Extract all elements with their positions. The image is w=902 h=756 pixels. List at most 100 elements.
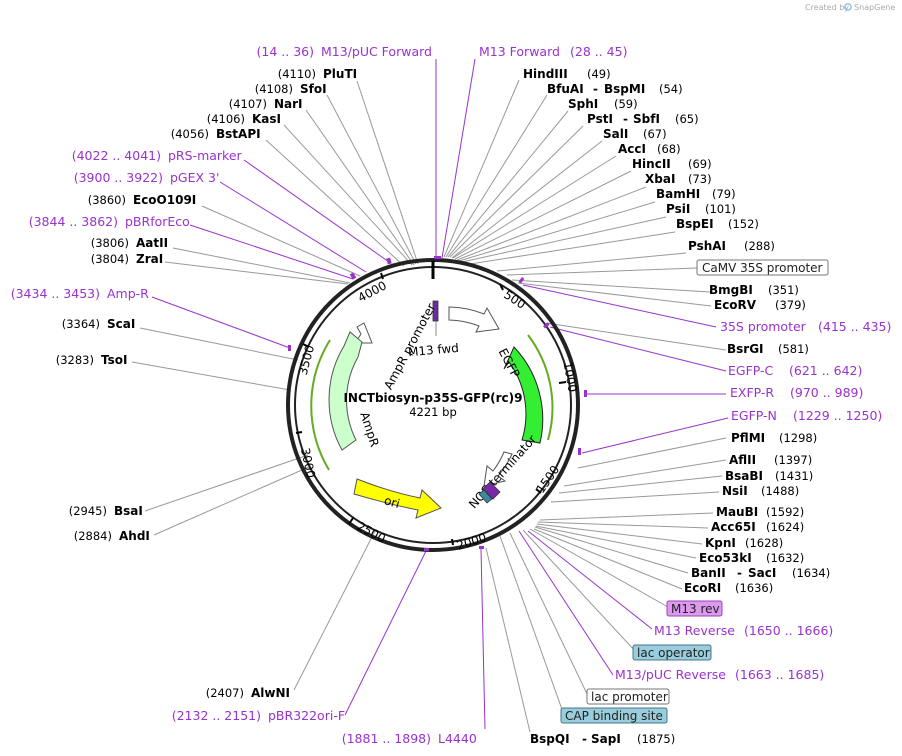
enzyme-label[interactable]: SalI [603,127,628,141]
primer-label[interactable]: Amp-R [107,286,149,301]
left-labels: (14 .. 36) M13/pUC Forward (4110) PluTI … [11,44,477,746]
feature-camv-arrow [448,306,500,333]
enzyme-label[interactable]: AatII [136,236,168,250]
left-label-pos: (4107) [229,97,267,111]
enzyme-label[interactable]: XbaI [645,172,675,186]
enzyme-label[interactable]: KpnI [705,536,736,550]
enzyme-label[interactable]: NsiI [722,484,748,498]
feature-box[interactable] [560,707,668,724]
enzyme-label[interactable]: Eco53kI [699,551,752,565]
left-label-pos: (2407) [206,686,244,700]
right-label-pos: (1298) [779,431,817,445]
feature-box[interactable] [666,600,723,617]
left-label-pos: (3900 .. 3922) [74,170,163,185]
left-label-pos: (14 .. 36) [257,44,314,59]
enzyme-label[interactable]: EcoO109I [133,193,196,207]
enzyme-label[interactable]: PluTI [323,67,357,81]
enzyme-label[interactable]: BsrGI [727,342,764,356]
enzyme-label[interactable]: BmgBI [709,283,753,297]
tick-label-3000: 3000 [298,447,318,480]
enzyme-label[interactable]: EcoRI [684,581,721,595]
feature-box[interactable] [586,688,670,705]
enzyme-label[interactable]: SfoI [300,82,327,96]
left-leader-lines [131,59,486,730]
feature-nos-terminator: NOS terminator [466,432,539,511]
enzyme-label[interactable]: SphI [568,97,598,111]
enzyme-label[interactable]: BsaI [114,504,143,518]
snapgene-credit: Created by SnapGene [805,3,895,12]
right-label-pos: (1636) [735,581,773,595]
enzyme-separator: - [737,566,742,580]
enzyme-label[interactable]: Acc65I [711,520,756,534]
enzyme-label[interactable]: HincII [632,157,671,171]
primer-label[interactable]: L4440 [438,731,477,746]
enzyme-label[interactable]: BspMI [604,82,645,96]
left-label-pos: (4106) [207,112,245,126]
right-label-pos: (379) [775,298,806,312]
enzyme-label[interactable]: AflII [729,453,756,467]
right-label-pos: (288) [744,239,775,253]
left-label-pos: (4022 .. 4041) [72,148,161,163]
primer-label[interactable]: pBRforEco [125,214,190,229]
right-label-pos: (49) [587,67,611,81]
enzyme-label[interactable]: BstAPI [216,127,261,141]
primer-label[interactable]: pGEX 3' [170,170,219,185]
enzyme-label[interactable]: BspEI [676,217,714,231]
primer-label[interactable]: pBR322ori-F [268,708,345,723]
right-leader-lines [441,58,729,733]
ori-label: ori [382,493,401,511]
enzyme-label[interactable]: AlwNI [251,686,290,700]
enzyme-label[interactable]: BfuAI [547,82,584,96]
enzyme-label[interactable]: AccI [618,142,646,156]
enzyme-label[interactable]: PsiI [666,202,690,216]
left-label-pos: (3434 .. 3453) [11,286,100,301]
right-label-pos: (1592) [766,505,804,519]
enzyme-label[interactable]: BamHI [656,187,700,201]
enzyme-label[interactable]: TsoI [101,353,127,367]
primer-label[interactable]: EGFP-C [728,363,774,378]
primer-label[interactable]: M13 Reverse [654,623,735,638]
feature-box-label: CaMV 35S promoter [702,261,823,275]
feature-box[interactable] [696,259,829,276]
enzyme-label[interactable]: EcoRV [714,298,757,312]
right-label-pos: (1875) [637,732,675,746]
enzyme-label[interactable]: BspQI [530,732,570,746]
enzyme-label[interactable]: MauBI [716,505,758,519]
primer-label[interactable]: EGFP-N [731,408,777,423]
enzyme-label[interactable]: SapI [591,732,621,746]
right-label-pos: (59) [614,97,638,111]
enzyme-label[interactable]: BanII [691,566,726,580]
enzyme-label[interactable]: AhdI [119,529,150,543]
enzyme-label[interactable]: HindIII [523,67,568,81]
feature-ori: ori [353,478,442,519]
primer-label[interactable]: M13/pUC Forward [321,44,432,59]
feature-box[interactable] [632,644,712,661]
enzyme-label[interactable]: NarI [274,97,303,111]
enzyme-label[interactable]: PstI [587,112,613,126]
primer-label[interactable]: M13/pUC Reverse [615,667,726,682]
enzyme-label[interactable]: SacI [748,566,776,580]
enzyme-label[interactable]: PshAI [688,239,726,253]
right-label-pos: (28 .. 45) [570,44,627,59]
right-label-pos: (581) [778,342,809,356]
feature-m13-fwd: M13 fwd [407,300,459,359]
right-label-pos: (1397) [774,453,812,467]
plasmid-backbone [286,258,580,552]
right-label-pos: (1650 .. 1666) [744,623,833,638]
right-label-pos: (69) [688,157,712,171]
enzyme-label[interactable]: ScaI [107,317,135,331]
enzyme-label[interactable]: ZraI [136,252,163,266]
enzyme-label[interactable]: BsaBI [725,469,763,483]
enzyme-label[interactable]: PflMI [731,431,765,445]
enzyme-label[interactable]: SbfI [633,112,660,126]
primer-label[interactable]: 35S promoter [720,319,807,334]
primer-label[interactable]: pRS-marker [168,148,243,163]
primer-label[interactable]: M13 Forward [479,44,560,59]
tick-label-4000: 4000 [355,278,389,305]
feature-ampr: AmpR [310,331,382,471]
enzyme-label[interactable]: KasI [252,112,281,126]
primer-label[interactable]: EXFP-R [730,385,774,400]
feature-lac-cluster [478,481,501,504]
tick-label-2000: 2000 [455,530,488,553]
